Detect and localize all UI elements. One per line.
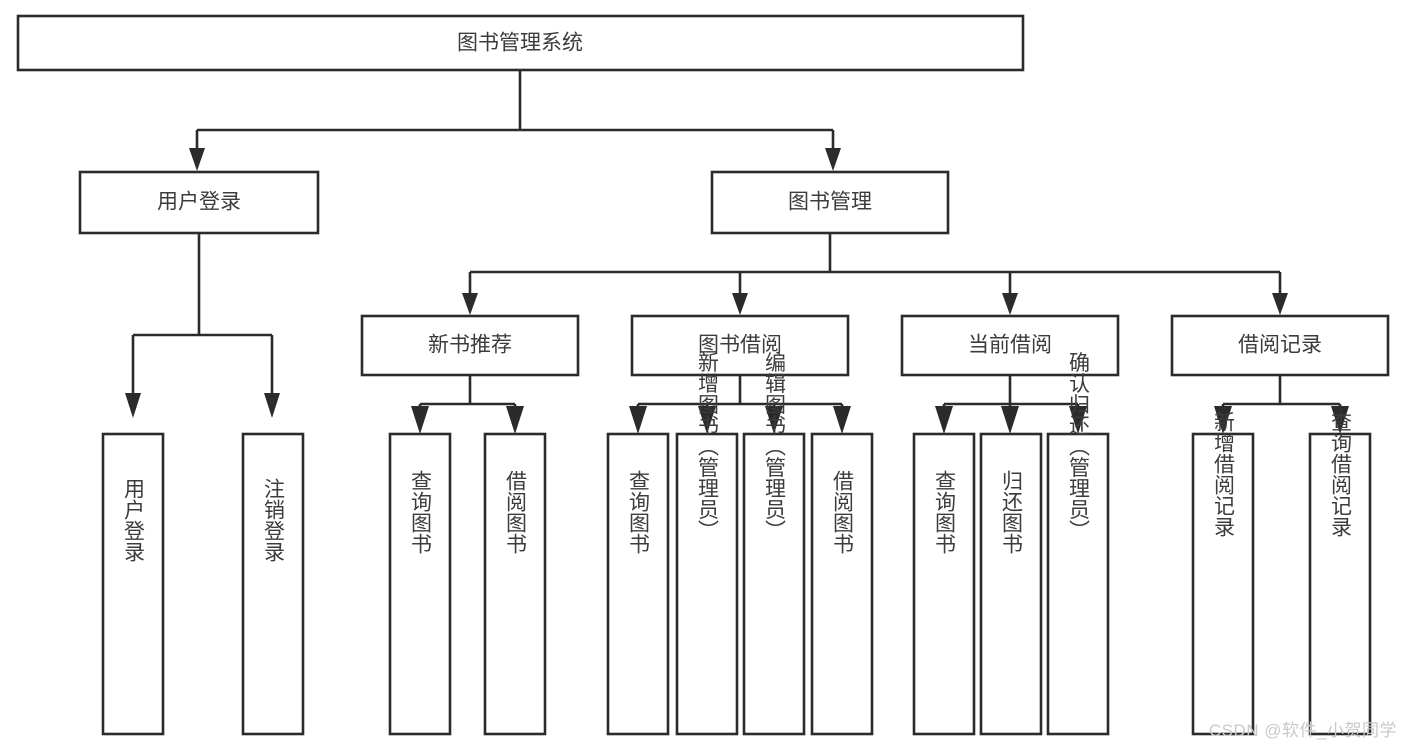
leaf-label: 查询图书	[627, 470, 651, 554]
connector-borrow-record-to-leaves	[1214, 375, 1349, 434]
leaf-query-book-3[interactable]: 查询图书	[912, 432, 976, 736]
arrow-head-icon	[698, 406, 716, 434]
root-label: 图书管理系统	[457, 32, 583, 55]
leaf-label: 用户登录	[122, 478, 146, 562]
node-current-borrow[interactable]: 当前借阅	[900, 314, 1120, 377]
node-book-manage[interactable]: 图书管理	[710, 170, 950, 235]
leaf-label: 注销登录	[262, 478, 286, 562]
arrow-head-icon	[1002, 293, 1018, 315]
book-borrow-label: 图书借阅	[698, 334, 782, 357]
new-book-rec-box[interactable]	[360, 314, 580, 377]
arrow-head-icon	[833, 406, 851, 434]
leaf-label: 查询借阅记录	[1329, 411, 1353, 537]
current-borrow-box[interactable]	[900, 314, 1120, 377]
arrow-head-icon	[411, 406, 429, 434]
leaf-user-login[interactable]: 用户登录	[101, 432, 165, 736]
arrow-head-icon	[264, 393, 280, 418]
arrow-head-icon	[1069, 406, 1087, 434]
leaf-box[interactable]	[912, 432, 976, 736]
arrow-head-icon	[506, 406, 524, 434]
leaf-confirm-return[interactable]: 确认归还（管理员）	[1046, 352, 1110, 736]
node-new-book-rec[interactable]: 新书推荐	[360, 314, 580, 377]
leaf-edit-book[interactable]: 编辑图书（管理员）	[742, 352, 806, 736]
leaf-return-book[interactable]: 归还图书	[979, 432, 1043, 736]
leaf-label: 归还图书	[1000, 470, 1024, 554]
leaf-label: 新增借阅记录	[1212, 411, 1236, 537]
leaf-label: 查询图书	[409, 470, 433, 554]
arrow-head-icon	[765, 406, 783, 434]
arrow-head-icon	[1331, 406, 1349, 434]
arrow-head-icon	[732, 293, 748, 315]
node-borrow-record[interactable]: 借阅记录	[1170, 314, 1390, 377]
csdn-watermark: CSDN @软件_小贺同学	[1208, 721, 1397, 740]
leaf-add-book[interactable]: 新增图书（管理员）	[675, 352, 739, 736]
new-book-rec-label: 新书推荐	[428, 334, 512, 357]
leaf-box[interactable]	[606, 432, 670, 736]
leaf-borrow-book-2[interactable]: 借阅图书	[810, 432, 874, 736]
current-borrow-label: 当前借阅	[968, 334, 1052, 357]
leaf-label: 新增图书（管理员）	[696, 352, 720, 541]
leaf-query-book-1[interactable]: 查询图书	[388, 432, 452, 736]
leaf-box[interactable]	[388, 432, 452, 736]
connector-user-login-to-leaves	[125, 233, 280, 418]
leaf-box[interactable]	[675, 432, 739, 736]
user-login-box[interactable]	[78, 170, 320, 235]
arrow-head-icon	[189, 148, 205, 171]
leaf-label: 编辑图书（管理员）	[763, 352, 787, 541]
leaf-label: 确认归还（管理员）	[1067, 352, 1091, 541]
node-user-login[interactable]: 用户登录	[78, 170, 320, 235]
leaf-box[interactable]	[810, 432, 874, 736]
leaf-box[interactable]	[979, 432, 1043, 736]
arrow-head-icon	[462, 293, 478, 315]
arrow-head-icon	[1214, 406, 1232, 434]
connector-book-manage-to-level2	[462, 233, 1288, 315]
leaf-box[interactable]	[483, 432, 547, 736]
node-root[interactable]: 图书管理系统	[16, 14, 1025, 72]
leaf-box[interactable]	[241, 432, 305, 736]
leaf-add-record[interactable]: 新增借阅记录	[1191, 411, 1255, 736]
leaf-label: 查询图书	[933, 470, 957, 554]
borrow-record-label: 借阅记录	[1238, 334, 1322, 357]
leaf-box[interactable]	[1191, 432, 1255, 736]
leaf-box[interactable]	[1308, 432, 1372, 736]
arrow-head-icon	[1001, 406, 1019, 434]
leaf-borrow-book-1[interactable]: 借阅图书	[483, 432, 547, 736]
arrow-head-icon	[935, 406, 953, 434]
leaf-label: 借阅图书	[504, 470, 528, 554]
arrow-head-icon	[629, 406, 647, 434]
leaf-query-book-2[interactable]: 查询图书	[606, 432, 670, 736]
node-book-borrow[interactable]: 图书借阅	[630, 314, 850, 377]
leaf-box[interactable]	[742, 432, 806, 736]
arrow-head-icon	[125, 393, 141, 418]
connector-new-book-rec-to-leaves	[411, 375, 524, 434]
connector-root-to-level1	[189, 70, 841, 171]
leaf-logout[interactable]: 注销登录	[241, 432, 305, 736]
leaf-box[interactable]	[1046, 432, 1110, 736]
connector-book-borrow-to-leaves	[629, 375, 851, 434]
user-login-label: 用户登录	[157, 191, 241, 214]
root-box[interactable]	[16, 14, 1025, 72]
leaf-box[interactable]	[101, 432, 165, 736]
leaf-label: 借阅图书	[831, 470, 855, 554]
arrow-head-icon	[1272, 293, 1288, 315]
leaf-query-record[interactable]: 查询借阅记录	[1308, 411, 1372, 736]
connector-current-borrow-to-leaves	[935, 375, 1087, 434]
book-manage-label: 图书管理	[788, 191, 872, 214]
arrow-head-icon	[825, 148, 841, 171]
